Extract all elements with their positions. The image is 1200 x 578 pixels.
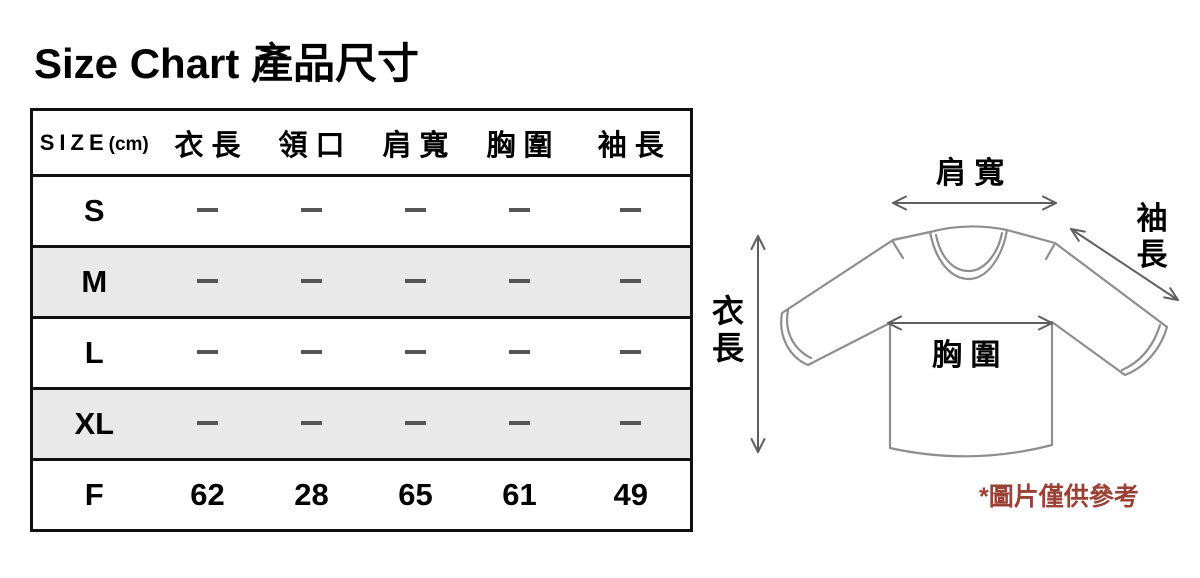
value-cell: 28 <box>294 477 329 512</box>
table-row: XL <box>31 388 692 460</box>
empty-value-dash <box>509 349 530 354</box>
empty-value-dash <box>405 349 426 354</box>
value-cell <box>156 176 260 247</box>
empty-value-dash <box>620 207 642 212</box>
empty-value-dash <box>405 420 426 425</box>
empty-value-dash <box>405 207 426 212</box>
empty-value-dash <box>301 420 322 425</box>
empty-value-dash <box>509 420 530 425</box>
value-cell <box>572 318 692 389</box>
value-cell: 61 <box>502 477 537 512</box>
value-cell <box>572 247 692 318</box>
size-cell: S <box>83 193 105 228</box>
column-header: 袖 長 <box>597 129 664 162</box>
column-header: 胸 圍 <box>486 129 553 162</box>
value-cell: 65 <box>398 477 433 512</box>
empty-value-dash <box>301 207 322 212</box>
empty-value-dash <box>197 349 218 354</box>
value-cell <box>156 389 260 460</box>
chest-width-arrow <box>887 315 1053 331</box>
empty-value-dash <box>620 278 642 283</box>
value-cell: 49 <box>613 477 648 512</box>
value-cell <box>156 247 260 318</box>
table-row: M <box>31 246 692 318</box>
empty-value-dash <box>620 420 642 425</box>
value-cell <box>364 176 468 247</box>
garment-length-label: 衣長 <box>711 293 744 367</box>
value-cell <box>260 318 364 389</box>
collar-outer-line <box>928 228 1009 281</box>
measurement-arrows <box>750 195 1179 453</box>
left-shoulder-seam-tick <box>891 240 905 260</box>
page-title: Size Chart 產品尺寸 <box>34 40 420 87</box>
value-cell <box>468 318 572 389</box>
right-shoulder-seam-tick <box>1044 243 1056 261</box>
shirt-outline-drawing <box>780 225 1169 458</box>
right-cuff-line <box>1120 323 1162 372</box>
size-header-cell: SIZE(cm) <box>32 110 156 176</box>
size-header-label: SIZE <box>39 129 109 155</box>
table-header-row: SIZE(cm) 衣 長 領 口 肩 寬 胸 圍 袖 長 <box>31 109 692 176</box>
table-row: L <box>31 317 692 389</box>
size-cell: L <box>84 335 104 370</box>
value-cell <box>260 176 364 247</box>
reference-note: *圖片僅供參考 <box>979 483 1139 511</box>
value-cell: 62 <box>190 477 225 512</box>
value-cell <box>572 389 692 460</box>
sleeve-length-label: 袖長 <box>1136 201 1168 273</box>
chest-width-label: 胸 圍 <box>932 339 1001 372</box>
empty-value-dash <box>620 349 642 354</box>
collar-inner-line <box>934 231 1004 273</box>
value-cell <box>364 247 468 318</box>
size-table: SIZE(cm) 衣 長 領 口 肩 寬 胸 圍 袖 長 S M L XL F 62 28 65 61 4… <box>30 108 693 532</box>
size-header-unit: (cm) <box>108 133 149 155</box>
shoulder-width-label: 肩 寬 <box>936 157 1005 190</box>
empty-value-dash <box>301 349 322 354</box>
shoulder-width-arrow <box>892 195 1057 211</box>
value-cell <box>156 318 260 389</box>
value-cell <box>572 176 692 247</box>
empty-value-dash <box>509 278 530 283</box>
size-cell: F <box>84 477 104 512</box>
sleeve-length-arrow <box>1070 228 1179 301</box>
table-row: F 62 28 65 61 49 <box>31 459 692 531</box>
empty-value-dash <box>301 278 322 283</box>
value-cell <box>364 389 468 460</box>
value-cell <box>364 318 468 389</box>
garment-length-arrow <box>750 235 766 453</box>
value-cell <box>468 176 572 247</box>
column-header: 領 口 <box>278 129 345 162</box>
value-cell <box>468 247 572 318</box>
empty-value-dash <box>197 278 218 283</box>
empty-value-dash <box>197 420 218 425</box>
value-cell <box>468 389 572 460</box>
left-cuff-line <box>786 308 813 360</box>
size-cell: XL <box>74 406 115 441</box>
empty-value-dash <box>197 207 218 212</box>
value-cell <box>260 389 364 460</box>
size-cell: M <box>81 264 108 299</box>
table-row: S <box>31 175 692 247</box>
value-cell <box>260 247 364 318</box>
shirt-body-outline <box>780 225 1169 458</box>
column-header: 衣 長 <box>174 129 241 162</box>
column-header: 肩 寬 <box>382 129 449 162</box>
empty-value-dash <box>405 278 426 283</box>
empty-value-dash <box>509 207 530 212</box>
